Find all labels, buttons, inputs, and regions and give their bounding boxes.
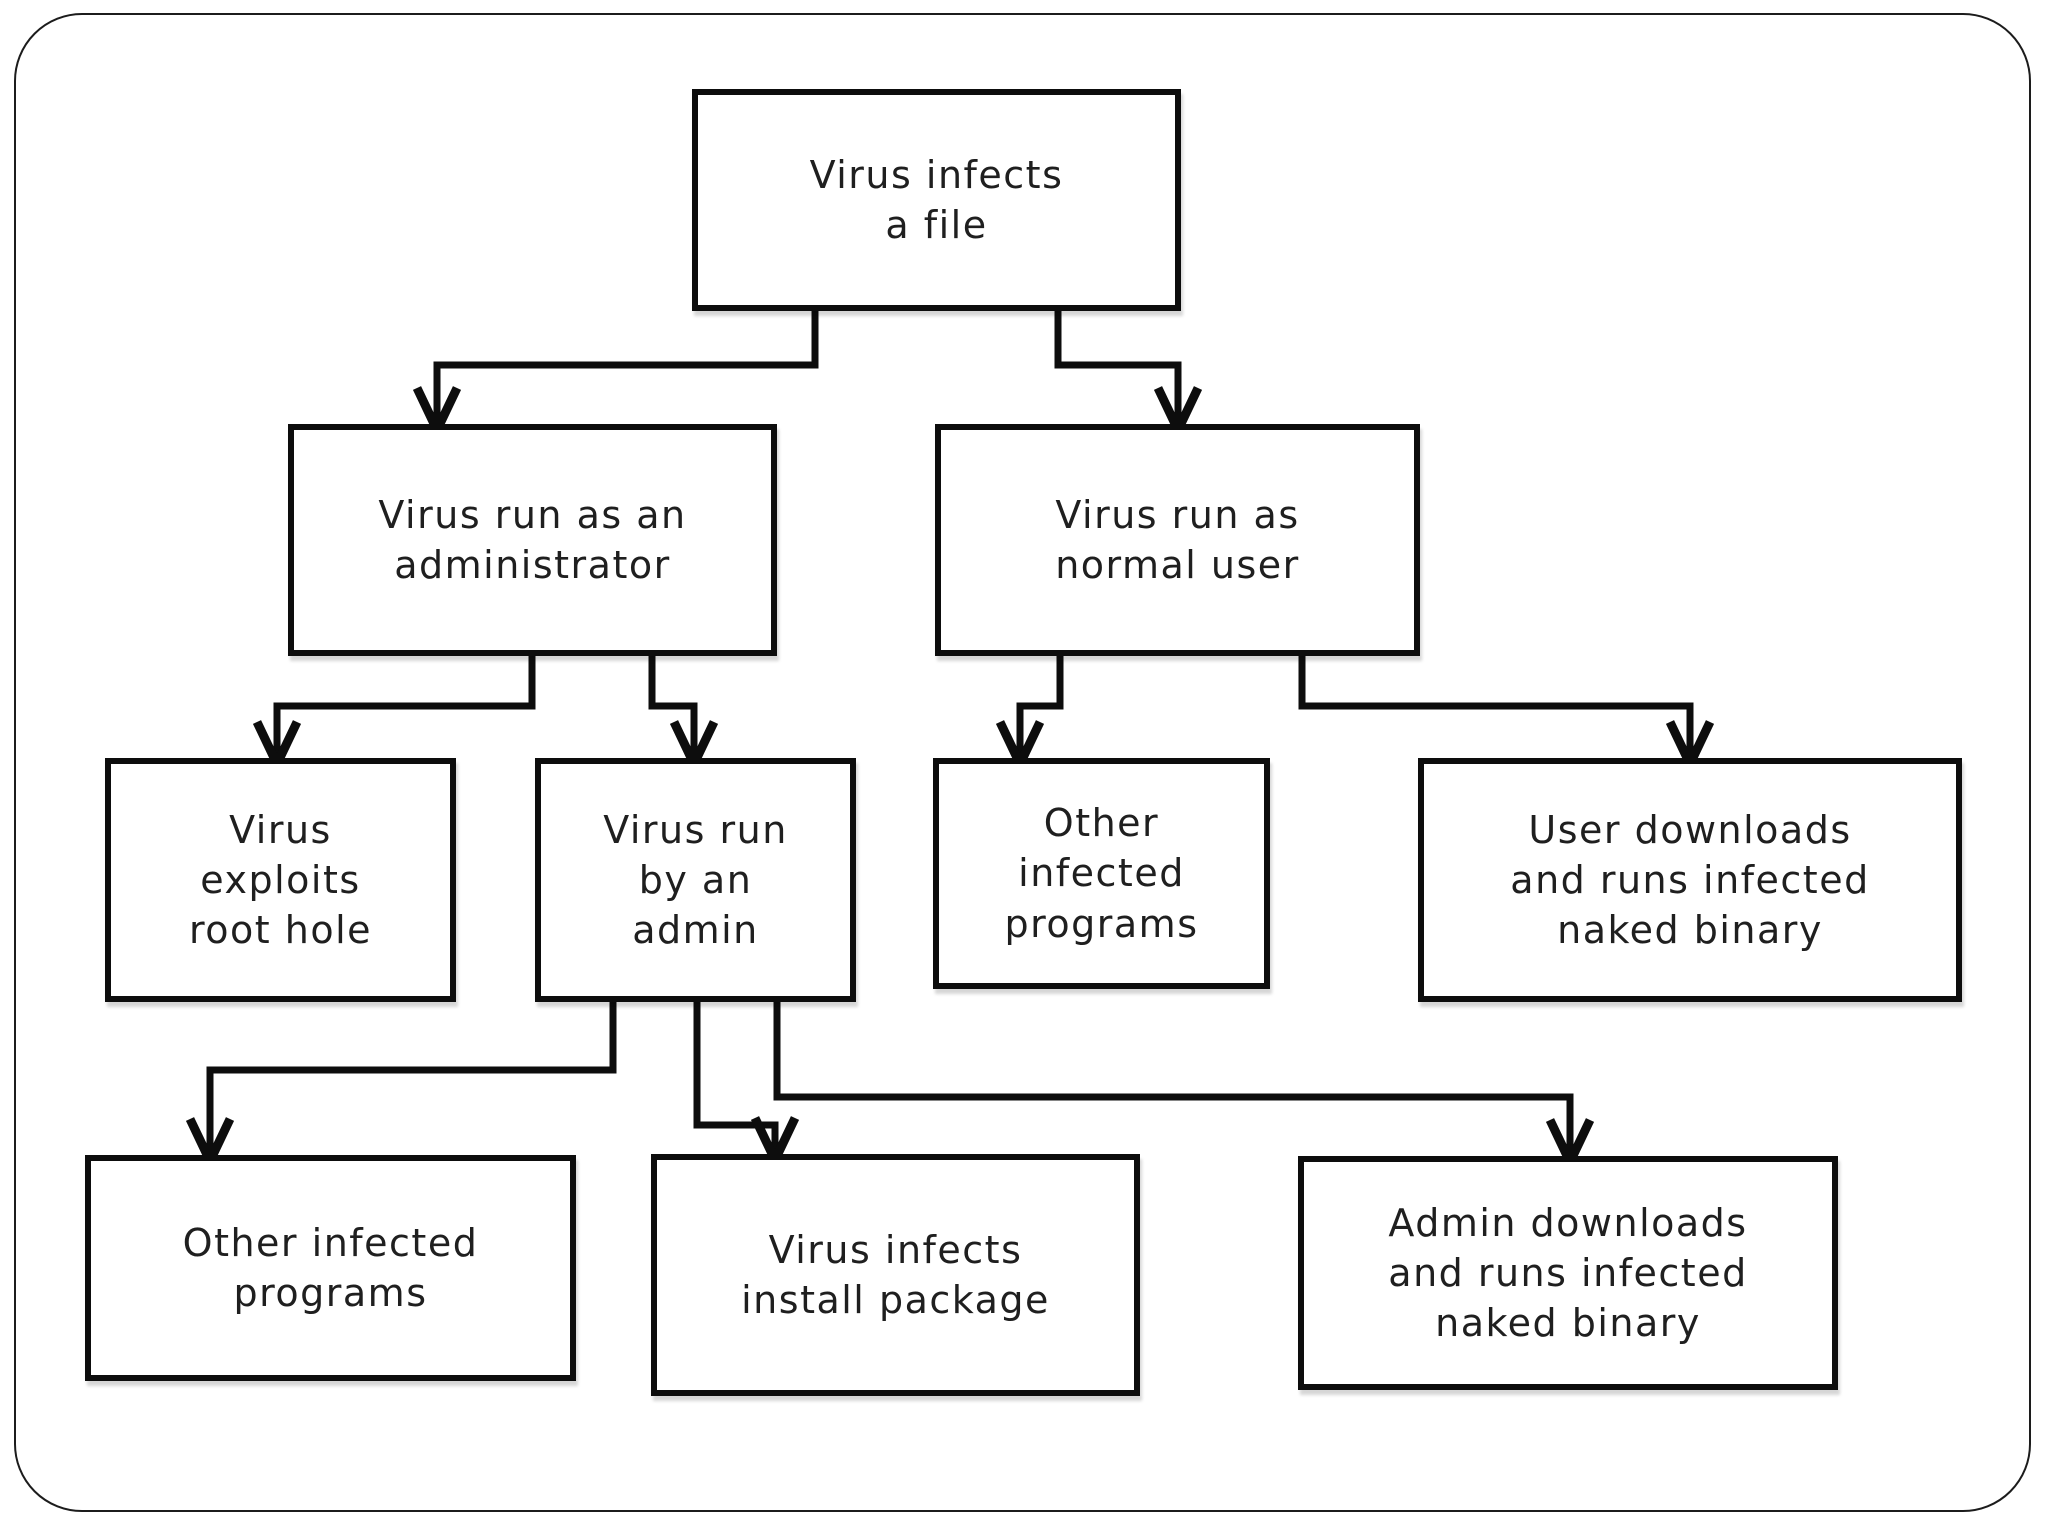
connector-infect-to-admin [433, 308, 819, 426]
node-label: Virus run as normal user [1055, 492, 1300, 587]
node-label: Virus run as an administrator [378, 492, 687, 587]
node-label: Virus run by an admin [603, 807, 788, 953]
node-virus-exploits-root-hole: Virus exploits root hole [105, 758, 456, 1002]
node-label: Admin downloads and runs infected naked … [1388, 1200, 1748, 1346]
slide-border [14, 13, 2031, 1512]
node-label: User downloads and runs infected naked b… [1510, 807, 1870, 953]
node-label: Other infected programs [182, 1220, 479, 1315]
connector-normal-user-to-other-programs [1016, 654, 1064, 760]
node-label: Virus exploits root hole [188, 807, 373, 953]
node-label: Other infected programs [1004, 801, 1199, 946]
connector-run-by-admin-to-other-programs [206, 1000, 617, 1157]
node-label: Virus infects a file [809, 152, 1064, 247]
node-other-infected-programs-bottom: Other infected programs [85, 1155, 576, 1381]
connector-normal-user-to-user-downloads [1298, 654, 1694, 760]
connector-admin-to-root-hole [273, 654, 536, 760]
node-virus-infects-install-package: Virus infects install package [651, 1154, 1140, 1396]
connector-run-by-admin-to-admin-downloads [773, 1000, 1574, 1158]
node-other-infected-programs-mid: Other infected programs [933, 758, 1270, 989]
node-virus-run-as-normal-user: Virus run as normal user [935, 424, 1420, 656]
connector-infect-to-normal-user [1054, 308, 1182, 426]
connector-run-by-admin-to-install-package [693, 1000, 779, 1156]
node-virus-infects-a-file: Virus infects a file [692, 89, 1181, 311]
node-label: Virus infects install package [741, 1227, 1050, 1322]
node-virus-run-by-an-admin: Virus run by an admin [535, 758, 856, 1002]
connector-admin-to-run-by-admin [648, 654, 698, 760]
node-user-downloads-and-runs-infected-naked-binary: User downloads and runs infected naked b… [1418, 758, 1962, 1002]
node-virus-run-as-an-administrator: Virus run as an administrator [288, 424, 777, 656]
node-admin-downloads-and-runs-infected-naked-binary: Admin downloads and runs infected naked … [1298, 1156, 1838, 1390]
